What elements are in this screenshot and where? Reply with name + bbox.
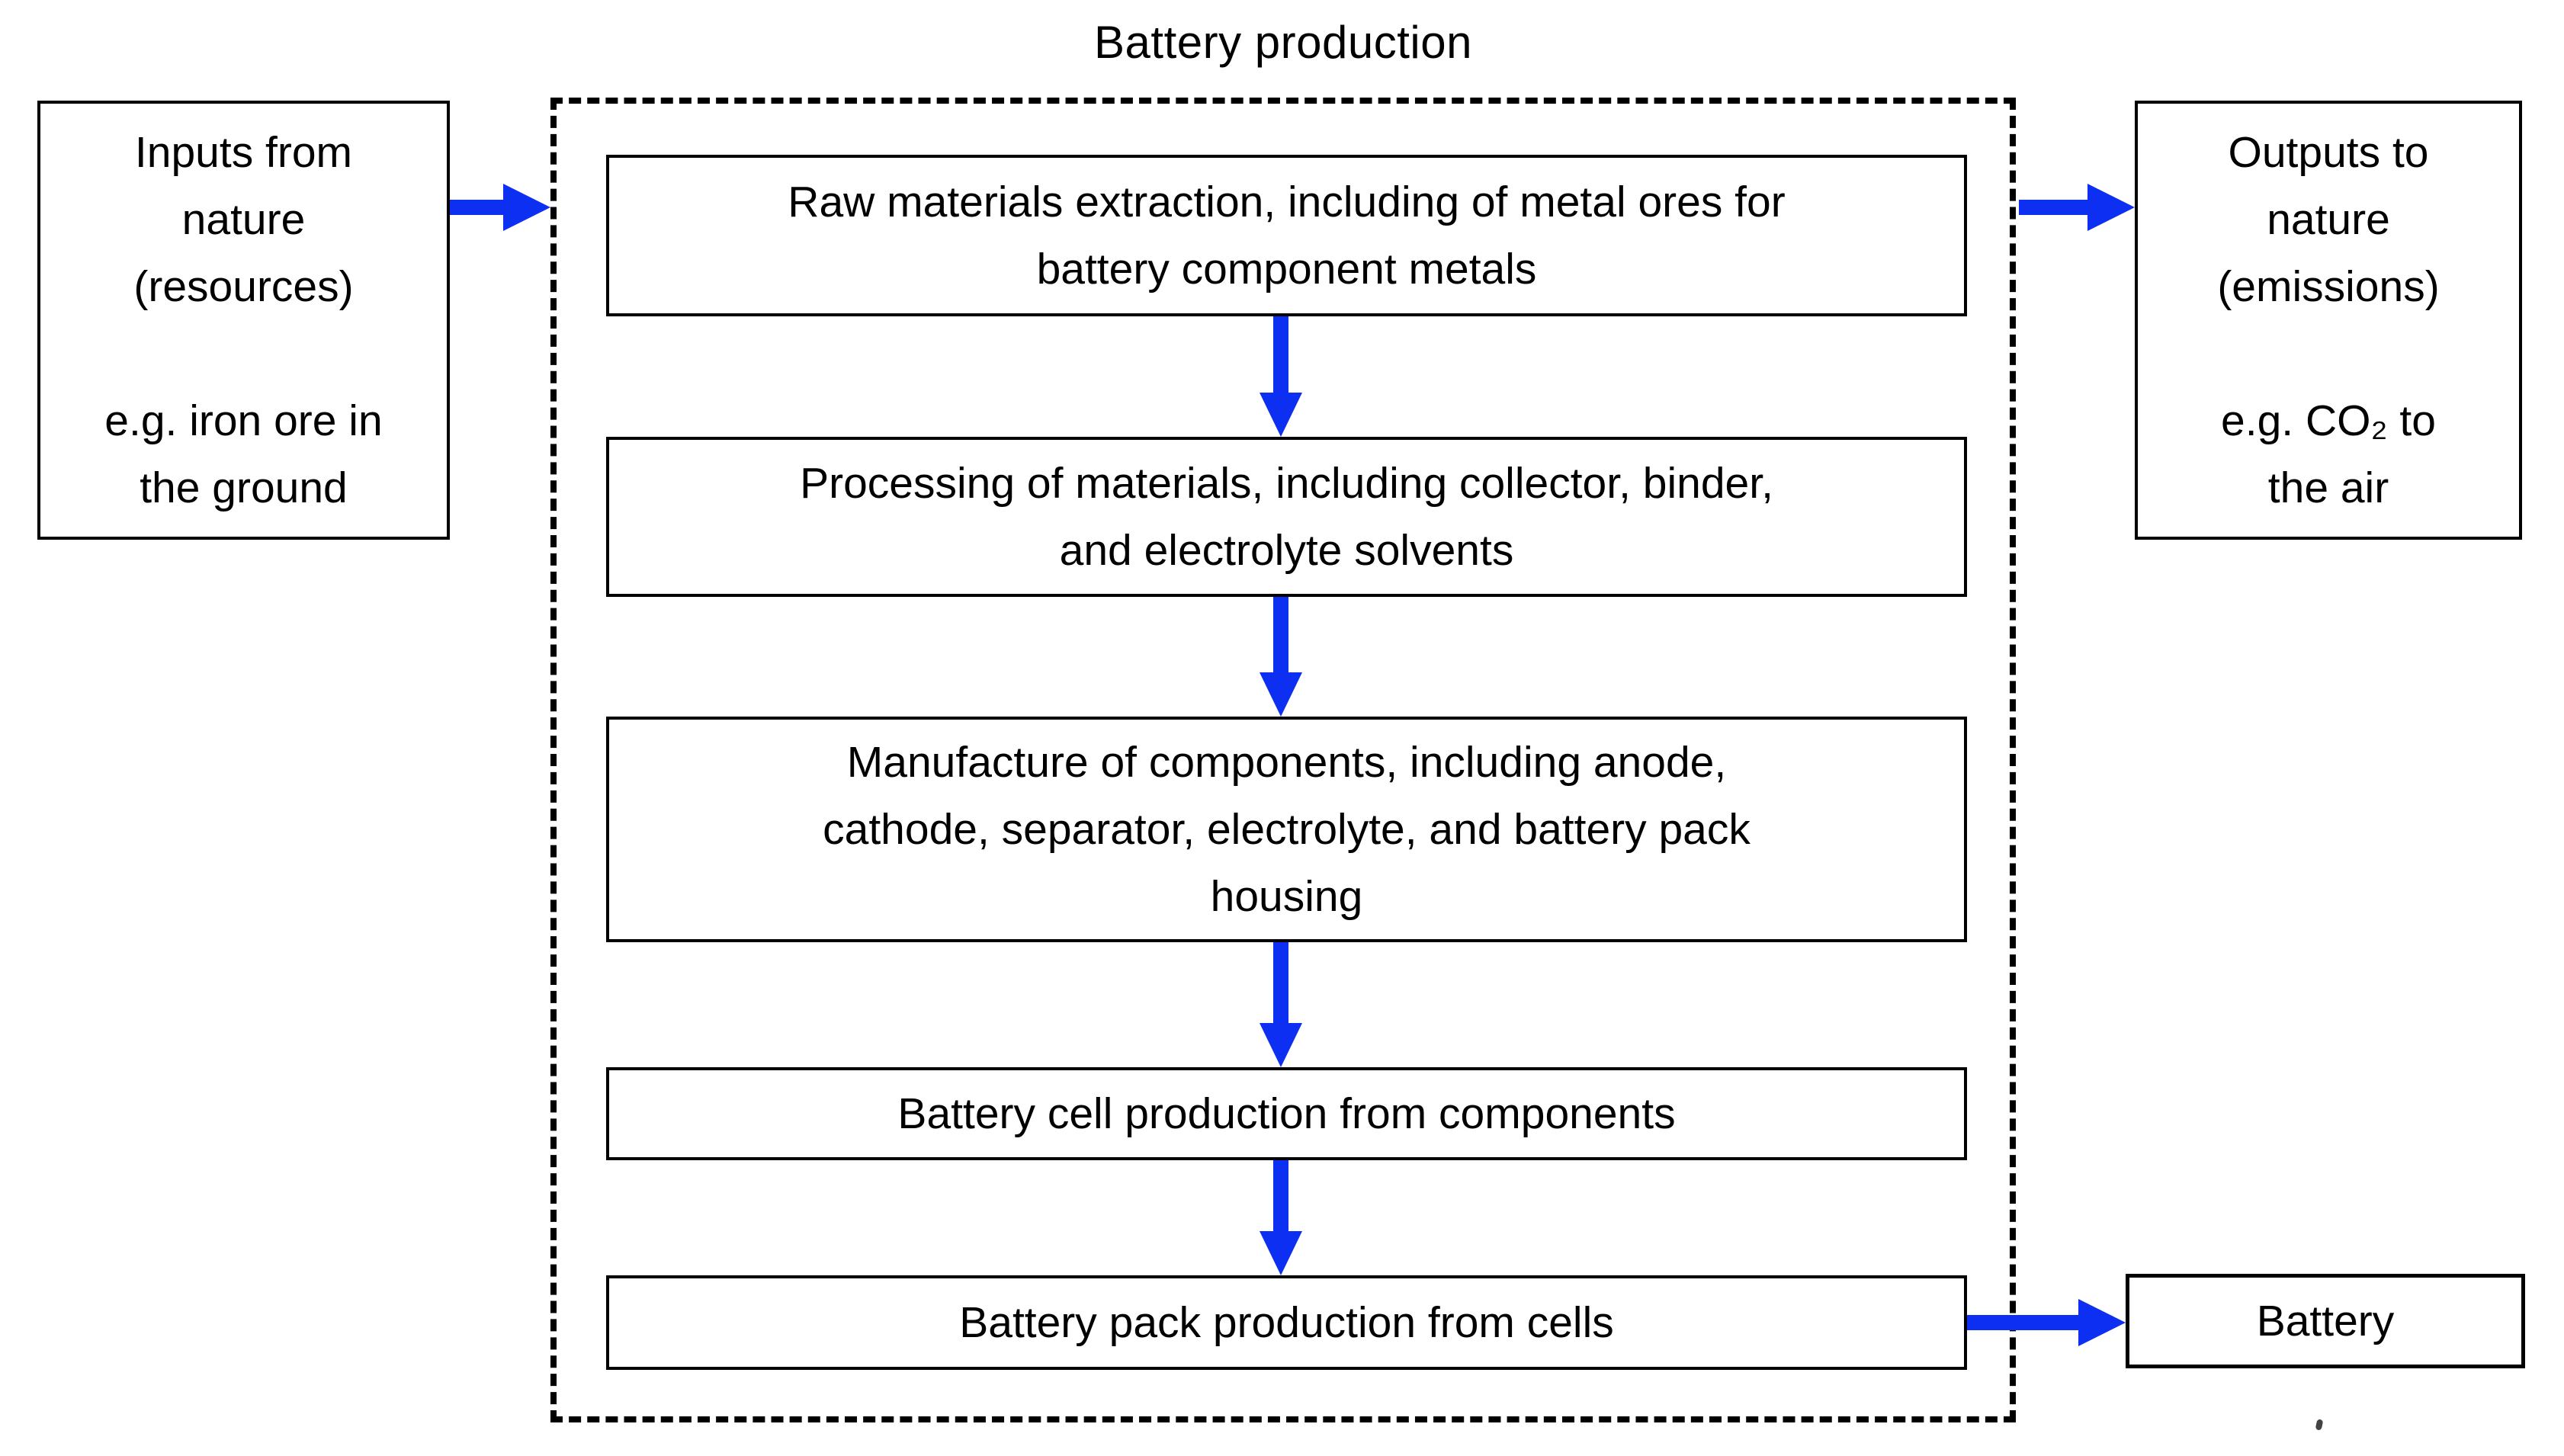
inputs-box-text: Inputs from nature (resources) e.g. iron… (104, 128, 383, 512)
battery-box: Battery (2126, 1274, 2525, 1368)
process-box-text: Manufacture of components, including ano… (823, 738, 1751, 921)
process-box-cell-production: Battery cell production from components (606, 1067, 1967, 1160)
process-box-text: Raw materials extraction, including of m… (788, 178, 1786, 293)
process-box-text: Battery pack production from cells (959, 1298, 1614, 1347)
arrowhead-right-icon (2087, 184, 2135, 231)
process-box-pack-production: Battery pack production from cells (606, 1275, 1967, 1370)
inputs-from-nature-box: Inputs from nature (resources) e.g. iron… (37, 101, 450, 540)
outputs-box-text: Outputs to nature (emissions) e.g. CO₂ t… (2217, 128, 2440, 512)
process-box-processing-of-materials: Processing of materials, including colle… (606, 437, 1967, 597)
process-box-text: Processing of materials, including colle… (800, 459, 1773, 575)
diagram-title: Battery production (1094, 17, 1472, 68)
arrow-production-to-outputs (2019, 184, 2135, 231)
process-box-manufacture-of-components: Manufacture of components, including ano… (606, 717, 1967, 942)
stray-mark (2315, 1419, 2324, 1431)
outputs-to-nature-box: Outputs to nature (emissions) e.g. CO₂ t… (2135, 101, 2522, 540)
battery-box-text: Battery (2256, 1297, 2395, 1345)
process-box-text: Battery cell production from components (897, 1089, 1676, 1138)
arrow-shaft (2019, 200, 2094, 215)
battery-production-boundary (550, 98, 2016, 1422)
arrow-inputs-to-production (450, 184, 552, 231)
arrowhead-right-icon (503, 184, 550, 231)
arrow-shaft (450, 200, 509, 215)
process-box-raw-materials-extraction: Raw materials extraction, including of m… (606, 155, 1967, 316)
arrowhead-right-icon (2078, 1299, 2126, 1346)
